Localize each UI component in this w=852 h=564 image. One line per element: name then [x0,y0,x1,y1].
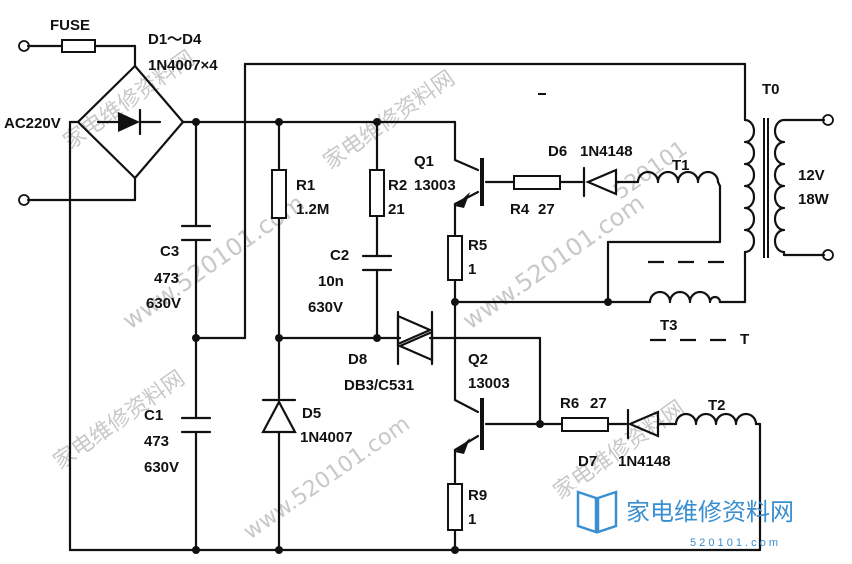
r4-ref-label: R4 [510,201,530,218]
capacitor-c1 [180,416,212,434]
c2-voltage-label: 630V [308,299,343,316]
q2-value-label: 13003 [468,375,510,392]
coil-t2 [674,412,758,426]
d8-value-label: DB3/C531 [344,377,414,394]
c3-voltage-label: 630V [146,295,181,312]
diode-d5 [261,398,297,434]
q1-value-label: 13003 [414,177,456,194]
d6-ref-label: D6 [548,143,567,160]
output-voltage-label: 12V [798,167,825,184]
logo-cn-text: 家电维修资料网 [626,498,794,526]
resistor-r5 [447,235,463,281]
t2-ref-label: T2 [708,397,726,414]
t3-ref-label: T3 [660,317,678,334]
d7-value-label: 1N4148 [618,453,671,470]
coil-t3 [648,290,722,304]
diode-d7 [626,408,660,440]
resistor-r9 [447,483,463,531]
ac-terminals [18,40,834,261]
d8-ref-label: D8 [348,351,367,368]
r9-ref-label: R9 [468,487,487,504]
c1-ref-label: C1 [144,407,163,424]
r1-value-label: 1.2M [296,201,329,218]
transformer-t0 [743,118,786,260]
c2-value-label: 10n [318,273,344,290]
fuse-label: FUSE [50,17,90,34]
t0-ref-label: T0 [762,81,780,98]
output-power-label: 18W [798,191,830,208]
d7-ref-label: D7 [578,453,597,470]
coil-t1 [636,170,722,188]
r1-ref-label: R1 [296,177,315,194]
t-label: T [740,331,749,348]
r6-ref-label: R6 [560,395,579,412]
resistor-r1 [271,169,287,219]
transistor-q1 [455,158,484,208]
resistor-r6 [561,417,609,432]
t1-ref-label: T1 [672,157,690,174]
logo-url-text: 5 2 0 1 0 1 . c o m [690,537,778,549]
c1-voltage-label: 630V [144,459,179,476]
wires [26,44,826,552]
r2-ref-label: R2 [388,177,407,194]
capacitor-c3 [180,224,212,242]
q2-ref-label: Q2 [468,351,488,368]
input-voltage-label: AC220V [4,115,61,132]
bridge-rectifier [76,64,185,180]
c3-value-label: 473 [154,270,179,287]
r9-value-label: 1 [468,511,476,528]
r2-value-label: 21 [388,201,405,218]
d6-value-label: 1N4148 [580,143,633,160]
c2-ref-label: C2 [330,247,349,264]
c3-ref-label: C3 [160,243,179,260]
junctions [192,118,612,554]
resistor-r2 [369,169,385,217]
transistor-q2 [455,398,484,454]
r6-value-label: 27 [590,395,607,412]
labels: FUSE AC220V D1～D4 1N4007×4 C3 473 630V C… [4,17,830,528]
d5-value-label: 1N4007 [300,429,353,446]
c1-value-label: 473 [144,433,169,450]
bridge-ref-label: D1～D4 [148,31,202,48]
r5-ref-label: R5 [468,237,487,254]
q1-ref-label: Q1 [414,153,434,170]
resistor-r4 [513,175,561,190]
r4-value-label: 27 [538,201,555,218]
core-dashes [538,93,732,342]
diac-d8 [396,310,434,366]
site-logo: 家电维修资料网 5 2 0 1 0 1 . c o m [574,488,794,549]
fuse-symbol [61,39,96,53]
watermark-cn-2: 家电维修资料网 [319,66,460,175]
capacitor-c2 [361,254,393,272]
r5-value-label: 1 [468,261,476,278]
bridge-value-label: 1N4007×4 [148,57,218,74]
diode-d6 [582,166,618,198]
d5-ref-label: D5 [302,405,321,422]
